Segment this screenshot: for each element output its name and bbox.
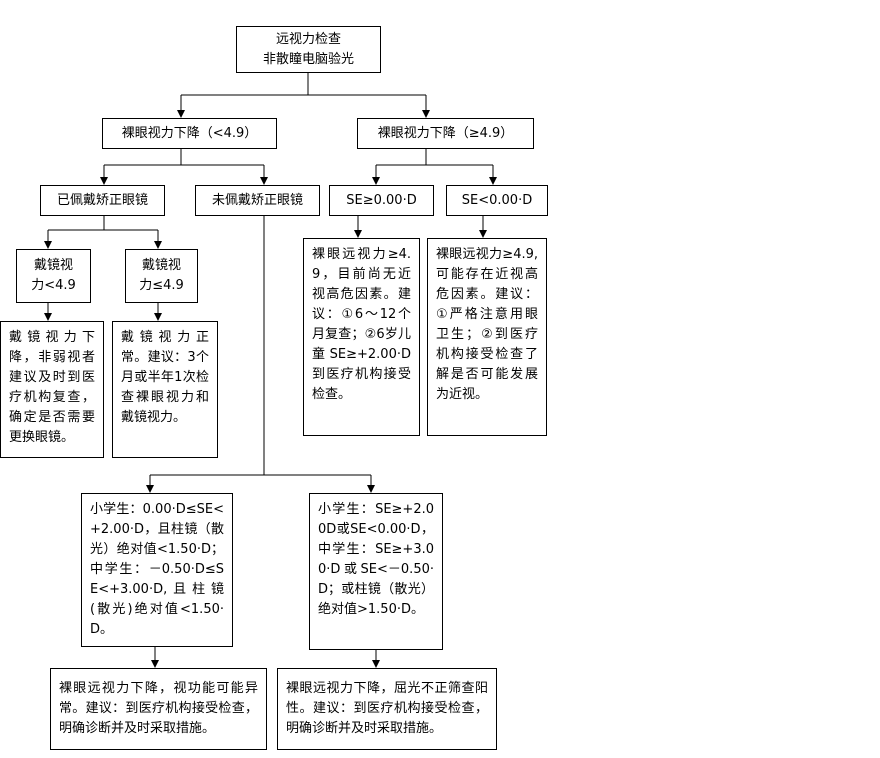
criteria-normal-text: 小学生：0.00·D≤SE<+2.00·D，且柱镜（散光）绝对值<1.50·D；… [90, 502, 224, 637]
outcome-refractive-text: 裸眼远视力下降，屈光不正筛查阳性。建议：到医疗机构接受检查，明确诊断并及时采取措… [286, 681, 488, 736]
outcome-vision-function-box: 裸眼远视力下降，视功能可能异常。建议：到医疗机构接受检查，明确诊断并及时采取措施… [50, 668, 267, 750]
wearing-glasses-node: 已佩戴矫正眼镜 [40, 185, 165, 216]
outcome-refractive-box: 裸眼远视力下降，屈光不正筛查阳性。建议：到医疗机构接受检查，明确诊断并及时采取措… [277, 668, 497, 750]
glasses-vision-ge-description-text: 戴镜视力正常。建议：3个月或半年1次检查裸眼视力和戴镜视力。 [121, 330, 209, 425]
criteria-abnormal-box: 小学生：SE≥+2.00D或SE<0.00·D，中学生：SE≥+3.00·D或S… [309, 493, 443, 650]
se-lt-node: SE<0.00·D [446, 185, 548, 216]
left-branch-node: 裸眼视力下降（<4.9） [102, 118, 277, 149]
not-wearing-glasses-node: 未佩戴矫正眼镜 [195, 185, 320, 216]
se-ge-label: SE≥0.00·D [346, 192, 417, 208]
glasses-vision-ge-line-2: 力≤4.9 [139, 278, 184, 293]
glasses-vision-ge-line-1: 戴镜视 [141, 258, 181, 273]
wearing-glasses-label: 已佩戴矫正眼镜 [56, 192, 148, 208]
glasses-vision-lt-line-2: 力<4.9 [31, 278, 76, 293]
glasses-vision-ge-description: 戴镜视力正常。建议：3个月或半年1次检查裸眼视力和戴镜视力。 [112, 321, 218, 458]
se-ge-description: 裸眼远视力≥4.9，目前尚无近视高危因素。建议：①6～12个月复查；②6岁儿童S… [303, 238, 420, 436]
root-node: 远视力检查 非散瞳电脑验光 [236, 26, 381, 73]
left-branch-label: 裸眼视力下降（<4.9） [121, 125, 258, 141]
se-lt-description: 裸眼远视力≥4.9,可能存在近视高危因素。建议：①严格注意用眼卫生；②到医疗机构… [427, 238, 547, 436]
criteria-abnormal-text: 小学生：SE≥+2.00D或SE<0.00·D，中学生：SE≥+3.00·D或S… [318, 502, 434, 617]
glasses-vision-lt-description-text: 戴镜视力下降，非弱视者建议及时到医疗机构复查，确定是否需要更换眼镜。 [9, 330, 95, 445]
glasses-vision-lt-line-1: 戴镜视 [33, 258, 73, 273]
right-branch-node: 裸眼视力下降（≥4.9） [357, 118, 534, 149]
glasses-vision-ge-node: 戴镜视 力≤4.9 [125, 249, 198, 303]
glasses-vision-lt-node: 戴镜视 力<4.9 [16, 249, 91, 303]
not-wearing-glasses-label: 未佩戴矫正眼镜 [211, 192, 303, 208]
root-node-line-1: 远视力检查 [275, 31, 341, 47]
root-node-line-2: 非散瞳电脑验光 [262, 51, 354, 67]
glasses-vision-lt-description: 戴镜视力下降，非弱视者建议及时到医疗机构复查，确定是否需要更换眼镜。 [0, 321, 104, 458]
se-lt-description-text: 裸眼远视力≥4.9,可能存在近视高危因素。建议：①严格注意用眼卫生；②到医疗机构… [436, 247, 538, 402]
se-lt-label: SE<0.00·D [461, 192, 533, 208]
right-branch-label: 裸眼视力下降（≥4.9） [377, 125, 514, 141]
outcome-vision-function-text: 裸眼远视力下降，视功能可能异常。建议：到医疗机构接受检查，明确诊断并及时采取措施… [59, 681, 258, 736]
se-ge-description-text: 裸眼远视力≥4.9，目前尚无近视高危因素。建议：①6～12个月复查；②6岁儿童S… [312, 247, 411, 402]
criteria-normal-box: 小学生：0.00·D≤SE<+2.00·D，且柱镜（散光）绝对值<1.50·D；… [81, 493, 233, 647]
se-ge-node: SE≥0.00·D [329, 185, 434, 216]
